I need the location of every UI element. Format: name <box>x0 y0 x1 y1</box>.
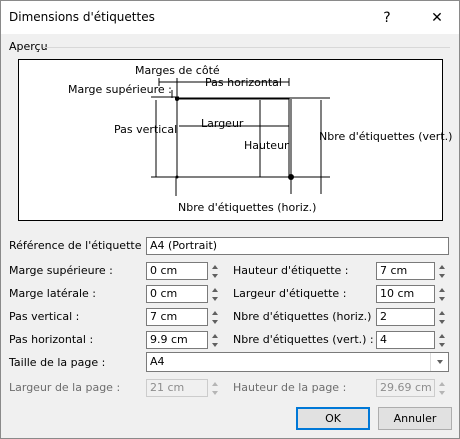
spin-up-icon[interactable] <box>435 308 449 317</box>
label-height-spinner[interactable] <box>435 262 449 280</box>
vertical-pitch-label: Pas vertical : <box>9 310 80 323</box>
preview-label-top-margin: Marge supérieure : <box>68 83 172 96</box>
help-icon: ? <box>383 9 391 26</box>
spin-down-icon[interactable] <box>435 388 449 397</box>
spin-up-icon[interactable] <box>435 379 449 388</box>
spin-down-icon[interactable] <box>435 340 449 349</box>
spin-up-icon[interactable] <box>208 262 222 271</box>
horizontal-pitch-input[interactable]: 9.9 cm <box>146 331 208 349</box>
number-down-label: Nbre d'étiquettes (vert.) : <box>233 333 374 346</box>
vertical-pitch-spinner[interactable] <box>208 308 222 326</box>
close-icon: ✕ <box>431 9 443 26</box>
label-name-input[interactable]: A4 (Portrait) <box>146 237 449 255</box>
spin-up-icon[interactable] <box>435 262 449 271</box>
number-down-input[interactable]: 4 <box>376 331 435 349</box>
page-height-input[interactable]: 29.69 cm <box>376 379 435 397</box>
spin-up-icon[interactable] <box>435 285 449 294</box>
page-size-value: A4 <box>150 355 165 368</box>
preview-section-label: Aperçu <box>9 40 48 53</box>
preview-label-side-margin: Marges de côté <box>135 64 220 77</box>
preview-label-number-across: Nbre d'étiquettes (horiz.) <box>178 201 317 214</box>
page-height-spinner[interactable] <box>435 379 449 397</box>
vertical-pitch-input[interactable]: 7 cm <box>146 308 208 326</box>
label-height-input[interactable]: 7 cm <box>376 262 435 280</box>
spin-up-icon[interactable] <box>435 331 449 340</box>
spin-down-icon[interactable] <box>435 317 449 326</box>
spin-down-icon[interactable] <box>208 317 222 326</box>
ok-button[interactable]: OK <box>296 407 370 430</box>
spin-up-icon[interactable] <box>208 379 222 388</box>
label-width-input[interactable]: 10 cm <box>376 285 435 303</box>
side-margin-spinner[interactable] <box>208 285 222 303</box>
page-width-spinner[interactable] <box>208 379 222 397</box>
spin-down-icon[interactable] <box>208 388 222 397</box>
spin-down-icon[interactable] <box>208 340 222 349</box>
page-height-label: Hauteur de la page : <box>233 381 347 394</box>
spin-up-icon[interactable] <box>208 308 222 317</box>
preview-label-height: Hauteur <box>244 139 289 152</box>
preview-label-number-down: Nbre d'étiquettes (vert.) <box>319 130 453 143</box>
label-height-label: Hauteur d'étiquette : <box>233 264 349 277</box>
label-width-spinner[interactable] <box>435 285 449 303</box>
side-margin-label: Marge latérale : <box>9 287 96 300</box>
preview-section-divider <box>43 47 450 48</box>
horizontal-pitch-spinner[interactable] <box>208 331 222 349</box>
window-title: Dimensions d'étiquettes <box>9 10 155 24</box>
top-margin-input[interactable]: 0 cm <box>146 262 208 280</box>
number-down-spinner[interactable] <box>435 331 449 349</box>
title-bar: Dimensions d'étiquettes ? ✕ <box>1 1 459 34</box>
label-width-label: Largeur d'étiquette : <box>233 287 347 300</box>
page-size-label: Taille de la page : <box>9 356 106 369</box>
number-across-spinner[interactable] <box>435 308 449 326</box>
page-size-select[interactable]: A4 <box>146 352 449 372</box>
number-across-label: Nbre d'étiquettes (horiz.) : <box>233 310 379 323</box>
spin-up-icon[interactable] <box>208 285 222 294</box>
help-button[interactable]: ? <box>365 1 409 34</box>
preview-label-width: Largeur <box>201 117 244 130</box>
cancel-button[interactable]: Annuler <box>378 407 452 430</box>
preview-diagram: Marges de côté Marge supérieure : Pas ho… <box>18 59 452 221</box>
spin-up-icon[interactable] <box>208 331 222 340</box>
side-margin-input[interactable]: 0 cm <box>146 285 208 303</box>
horizontal-pitch-label: Pas horizontal : <box>9 333 94 346</box>
page-width-input[interactable]: 21 cm <box>146 379 208 397</box>
top-margin-spinner[interactable] <box>208 262 222 280</box>
preview-label-horizontal-pitch: Pas horizontal <box>205 76 282 89</box>
close-button[interactable]: ✕ <box>415 1 459 34</box>
spin-down-icon[interactable] <box>208 271 222 280</box>
chevron-down-icon[interactable] <box>430 353 448 371</box>
spin-down-icon[interactable] <box>435 271 449 280</box>
page-width-label: Largeur de la page : <box>9 381 121 394</box>
preview-diagram-lines <box>151 78 330 196</box>
spin-down-icon[interactable] <box>208 294 222 303</box>
number-across-input[interactable]: 2 <box>376 308 435 326</box>
top-margin-label: Marge supérieure : <box>9 264 113 277</box>
spin-down-icon[interactable] <box>435 294 449 303</box>
label-name-label: Référence de l'étiquette : <box>9 239 149 252</box>
preview-label-vertical-pitch: Pas vertical <box>114 123 178 136</box>
